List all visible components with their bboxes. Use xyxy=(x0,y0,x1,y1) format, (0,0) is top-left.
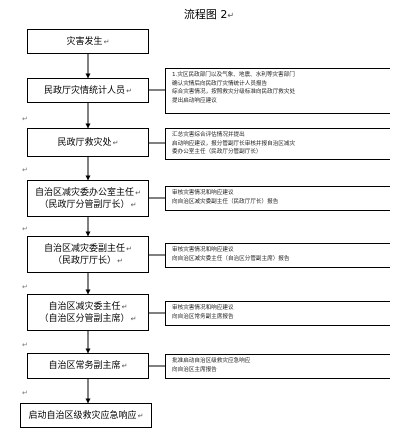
margin-return-mark: ↵ xyxy=(22,115,28,123)
note-line: 综合灾害情况，按照救灾分级标准向民政厅救灾处 xyxy=(172,89,296,96)
note-executive-vice-chairman: 批准启动自治区级救灾应急响应 向自治区主席报告 xyxy=(165,354,390,379)
note-line: 向自治区减灾委主任（自治区分管副主席）报告 xyxy=(172,255,290,262)
note-line: 确认灾情后向民政厅灾情统计人员报告 xyxy=(172,80,268,87)
note-line: 向自治区主席报告 xyxy=(172,366,217,373)
note-line: 启动响应建议，报分管副厅长审核并报自治区减灾 xyxy=(172,140,296,147)
margin-return-mark: ↵ xyxy=(22,283,28,291)
note-statistics-staff: 1.灾区民政部门以及气象、地震、水利等灾害部门 确认灾情后向民政厅灾情统计人员报… xyxy=(165,68,390,114)
note-line: 提出启动响应建议 xyxy=(172,97,217,104)
margin-return-mark: ↵ xyxy=(22,341,28,349)
flow-box-executive-vice-chairman: 自治区常务副主席↵ xyxy=(27,353,149,379)
note-line: 汇总灾害综合评估情况并提出 xyxy=(172,132,245,138)
margin-return-mark: ↵ xyxy=(22,225,28,233)
flow-box-office-director: 自治区减灾委办公室主任↵ （民政厅分管副厅长）↵ xyxy=(27,180,149,217)
note-office-director: 审核灾害情况和响应建议 向自治区减灾委副主任（民政厅厅长）报告 xyxy=(165,186,390,211)
flow-box-director: 自治区减灾委主任↵ （自治区分管副主席）↵ xyxy=(27,294,149,331)
note-director: 审核灾害情况和响应建议 向自治区常务副主席报告 xyxy=(165,301,390,326)
flow-box-disaster-occurs: 灾害发生↵ xyxy=(27,29,149,54)
margin-return-mark: ↵ xyxy=(22,389,28,397)
note-vice-director: 审核灾害情况和响应建议 向自治区减灾委主任（自治区分管副主席）报告 xyxy=(165,243,390,268)
note-line: 委办公室主任（民政厅分管副厅长） xyxy=(172,149,262,156)
note-line: 审核灾害情况和响应建议 xyxy=(172,247,234,253)
flow-box-launch-response: 启动自治区级救灾应急响应↵ xyxy=(20,403,152,428)
note-line: 批准启动自治区级救灾应急响应 xyxy=(172,358,251,364)
note-line: 向自治区常务副主席报告 xyxy=(172,313,234,320)
page-title: 流程图 2↵ xyxy=(183,8,235,21)
flow-box-statistics-staff: 民政厅灾情统计人员↵ xyxy=(27,78,149,103)
note-line: 审核灾害情况和响应建议 xyxy=(172,190,234,196)
note-line: 向自治区减灾委副主任（民政厅厅长）报告 xyxy=(172,198,279,205)
note-line: 审核灾害情况和响应建议 xyxy=(172,305,234,311)
flow-box-vice-director: 自治区减灾委副主任↵ （民政厅厅长）↵ xyxy=(27,236,149,273)
flow-box-relief-division: 民政厅救灾处↵ xyxy=(27,128,149,157)
margin-return-mark: ↵ xyxy=(22,166,28,174)
note-line: 1.灾区民政部门以及气象、地震、水利等灾害部门 xyxy=(172,72,295,78)
note-relief-division: 汇总灾害综合评估情况并提出 启动响应建议，报分管副厅长审核并报自治区减灾 委办公… xyxy=(165,128,390,160)
